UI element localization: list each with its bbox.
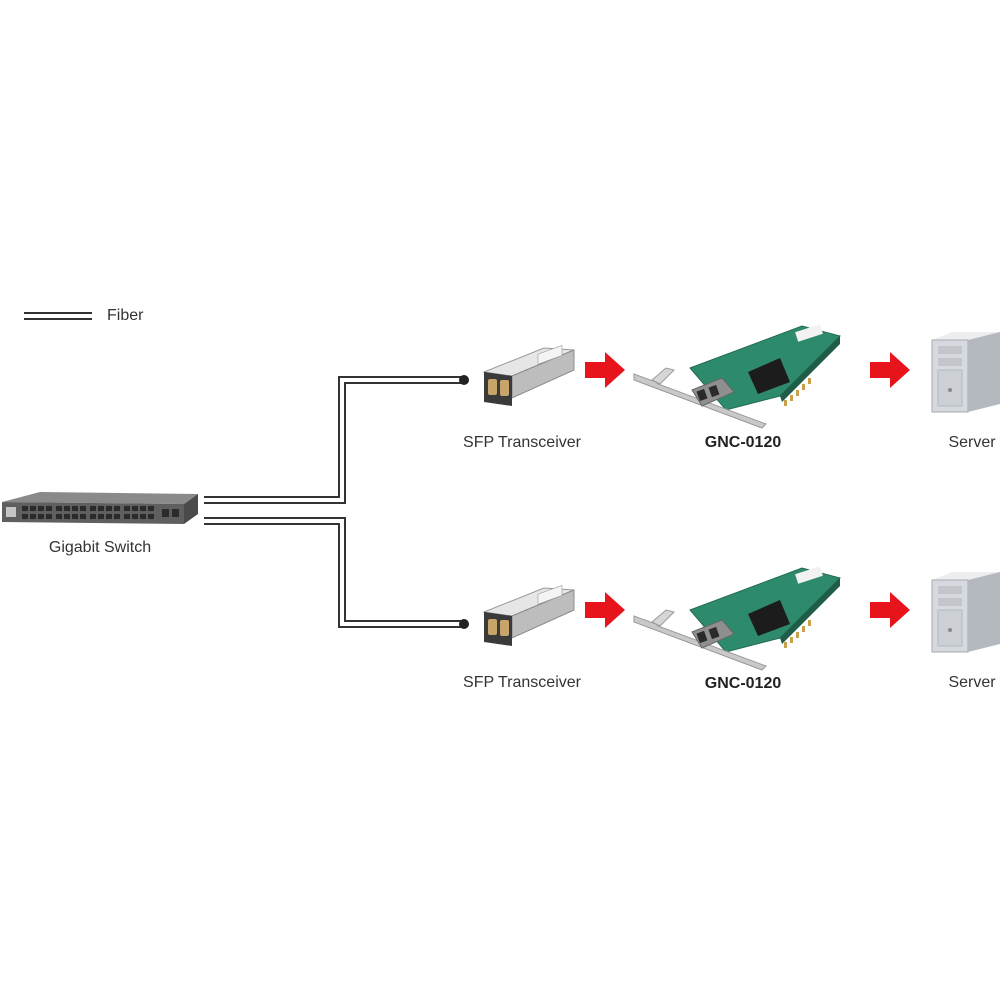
server-tower-icon xyxy=(931,572,1000,653)
connector-dot-bottom xyxy=(459,619,469,629)
nic-card-icon xyxy=(633,324,841,429)
server-label-1: Server xyxy=(948,434,996,451)
arrow-right-icon xyxy=(870,592,910,628)
server-label-2: Server xyxy=(948,674,996,691)
legend-fiber-label: Fiber xyxy=(107,307,144,324)
connector-dot-top xyxy=(459,375,469,385)
arrow-right-icon xyxy=(870,352,910,388)
nic-card-icon xyxy=(633,566,841,671)
arrow-right-icon xyxy=(585,352,625,388)
sfp-transceiver-icon xyxy=(482,345,575,406)
switch-label: Gigabit Switch xyxy=(48,539,152,556)
fiber-legend-icon xyxy=(24,312,92,320)
server-tower-icon xyxy=(931,332,1000,413)
nic-label-2: GNC-0120 xyxy=(704,675,782,692)
sfp-label-2: SFP Transceiver xyxy=(463,674,581,691)
sfp-label-1: SFP Transceiver xyxy=(463,434,581,451)
nic-label-1: GNC-0120 xyxy=(704,434,782,451)
gigabit-switch-icon xyxy=(2,492,198,524)
arrow-right-icon xyxy=(585,592,625,628)
sfp-transceiver-icon xyxy=(482,585,575,646)
